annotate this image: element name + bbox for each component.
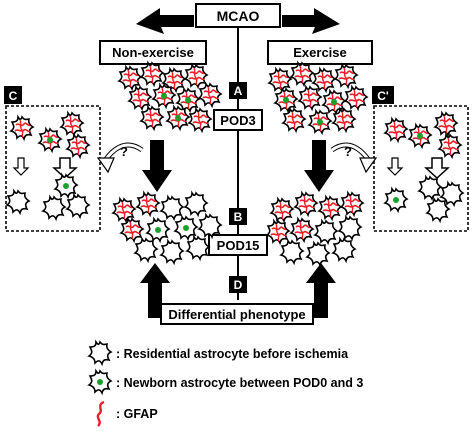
pod3-non-exercise-cluster	[119, 63, 221, 131]
inset-c: C	[4, 86, 101, 232]
exercise-box: Exercise	[267, 40, 373, 65]
question-mark-left: ?	[120, 144, 128, 159]
svg-text:: GFAP: : GFAP	[116, 407, 158, 421]
marker-a: A	[229, 82, 247, 99]
differential-box: Differential phenotype	[160, 303, 314, 325]
arrow-to-non-exercise	[136, 8, 194, 34]
pod3-box: POD3	[213, 109, 263, 131]
astrocyte-green-nucleus-icon	[89, 371, 111, 393]
legend-gfap: : GFAP	[96, 400, 158, 427]
svg-text:Differential phenotype: Differential phenotype	[168, 307, 305, 322]
non-exercise-label: Non-exercise	[112, 45, 194, 60]
legend-residential: : Residential astrocyte before ischemia	[89, 342, 349, 364]
svg-text:: Residential astrocyte before: : Residential astrocyte before ischemia	[116, 347, 349, 361]
legend-newborn: : Newborn astrocyte between POD0 and 3	[89, 371, 363, 393]
question-mark-right: ?	[344, 144, 352, 159]
exercise-label: Exercise	[293, 45, 347, 60]
inset-c-label: C	[9, 89, 18, 103]
legend: : Residential astrocyte before ischemia …	[89, 342, 363, 427]
pod15-box: POD15	[208, 234, 268, 256]
arrow-to-exercise	[282, 8, 340, 34]
svg-text:B: B	[234, 210, 243, 224]
curved-arrow-left: ?	[96, 142, 144, 174]
mcao-label: MCAO	[217, 8, 260, 24]
non-exercise-box: Non-exercise	[99, 40, 207, 65]
inset-c-prime-label: C'	[377, 89, 389, 103]
pod15-exercise-cluster	[267, 193, 363, 265]
marker-d: D	[229, 276, 247, 293]
svg-text:D: D	[234, 278, 243, 292]
marker-b: B	[229, 208, 247, 225]
inset-c-prime: C'	[372, 86, 469, 232]
gfap-squiggle-icon	[96, 400, 105, 427]
svg-text:A: A	[234, 84, 243, 98]
arrow-down-right	[304, 140, 334, 192]
curved-arrow-right: ?	[330, 142, 378, 174]
pod15-non-exercise-cluster	[113, 193, 221, 263]
pod3-exercise-cluster	[269, 63, 367, 133]
mcao-box: MCAO	[195, 3, 281, 28]
astrocyte-outline-icon	[89, 342, 111, 364]
svg-text:: Newborn astrocyte between PO: : Newborn astrocyte between POD0 and 3	[116, 376, 363, 390]
svg-text:POD15: POD15	[217, 238, 260, 253]
svg-text:POD3: POD3	[220, 113, 255, 128]
arrow-down-left	[142, 140, 172, 192]
